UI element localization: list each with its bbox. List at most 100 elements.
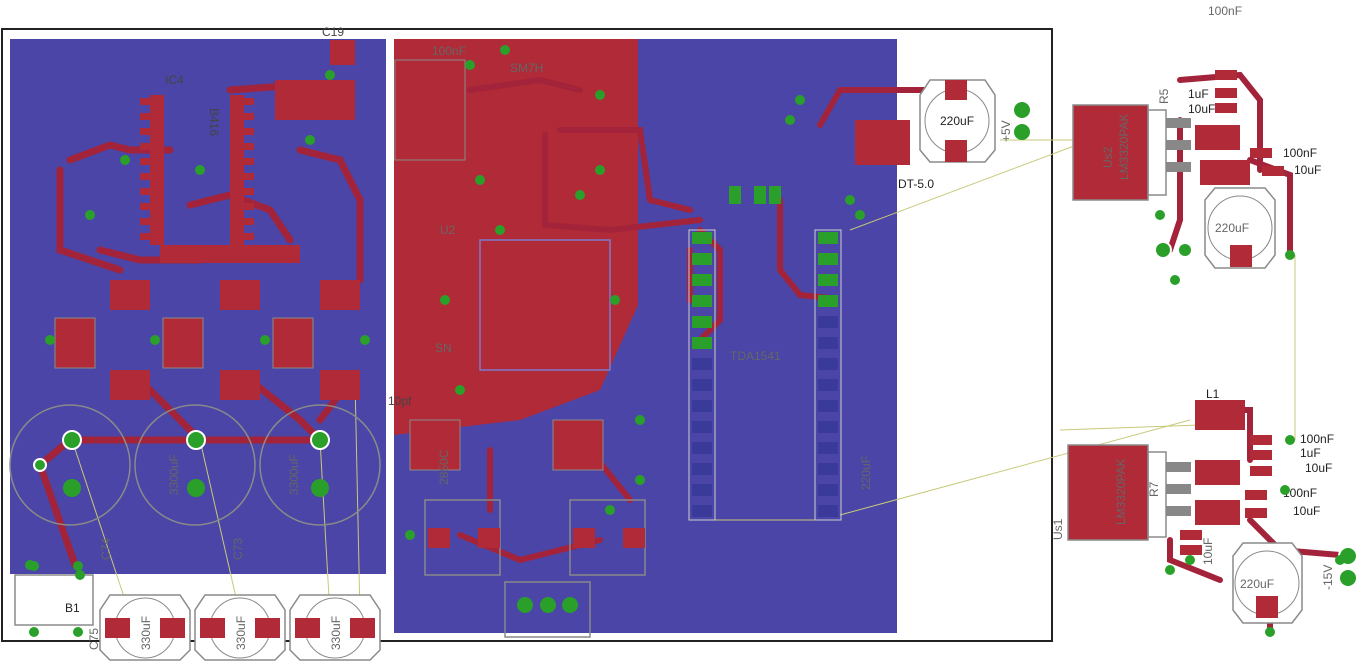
regulator-us2	[1072, 104, 1295, 269]
ic-pin	[238, 233, 254, 240]
big-caps-left	[9, 404, 381, 526]
label-plus5v: +5V	[999, 120, 1013, 142]
via	[85, 210, 95, 220]
via	[1165, 565, 1175, 575]
label-10pf: 10pf	[388, 394, 412, 408]
label-3300-a: 3300uF	[167, 454, 181, 495]
smd-cap	[1215, 103, 1237, 113]
label-1uf-b: 1uF	[1300, 446, 1321, 460]
via	[495, 225, 505, 235]
via	[405, 530, 415, 540]
via	[610, 295, 620, 305]
via	[475, 175, 485, 185]
smd-cap	[1250, 435, 1272, 445]
bottom-caps	[99, 594, 381, 661]
tda-pin	[818, 421, 838, 433]
label-c19: C19	[322, 25, 344, 39]
jumper-pad	[769, 186, 781, 204]
smd-cap	[1262, 166, 1284, 176]
jumper-pad	[754, 186, 766, 204]
label-b416: B416	[207, 108, 221, 136]
label-100nf-top: 100nF	[432, 44, 466, 58]
ic-pin	[238, 203, 254, 210]
label-10uf-b: 10uF	[1294, 163, 1321, 177]
labels: C19 IC4 B416 100nF SM7H U2 SN TDA1541 22…	[65, 4, 1335, 650]
ic-pin	[140, 98, 156, 105]
label-100nf-b: 100nF	[1300, 432, 1334, 446]
label-smph: SM7H	[510, 61, 543, 75]
ic-pin	[418, 79, 432, 84]
label-c75: C75	[87, 628, 101, 650]
label-220uf-b: 220uF	[1240, 577, 1274, 591]
tda-pin	[818, 463, 838, 475]
ic-pin	[418, 115, 432, 120]
ic-pin	[418, 133, 432, 138]
via	[1280, 485, 1290, 495]
via	[635, 415, 645, 425]
tda-pin	[818, 505, 838, 517]
label-330-b: 330uF	[234, 616, 248, 650]
ic-pin	[418, 70, 432, 75]
label-10uf-e: 10uF	[1201, 538, 1215, 565]
via	[195, 165, 205, 175]
tda-pin	[692, 400, 712, 412]
cap-220uf-top	[919, 79, 1030, 163]
via	[75, 570, 85, 580]
tda-pin	[818, 337, 838, 349]
via	[795, 95, 805, 105]
label-220-lower: 220uF	[859, 456, 873, 490]
label-c73: C73	[231, 538, 245, 560]
tda-pin	[692, 337, 712, 349]
via	[1185, 555, 1195, 565]
right-components	[394, 59, 910, 638]
ic-pin	[418, 142, 432, 147]
jumper-pad	[729, 186, 741, 204]
smd-cap	[1245, 490, 1267, 500]
label-lm-a: LM3320PAK	[1117, 114, 1131, 181]
tda-pin	[692, 253, 712, 265]
label-10uf-a: 10uF	[1188, 102, 1215, 116]
via	[1155, 210, 1165, 220]
label-100nf-c: 100nF	[1283, 486, 1317, 500]
tda-pin	[818, 253, 838, 265]
via	[45, 335, 55, 345]
tda-pin	[692, 463, 712, 475]
ic-pin	[140, 218, 156, 225]
ic-pin	[238, 98, 254, 105]
smd-cap	[1180, 530, 1202, 540]
ic-pin	[418, 88, 432, 93]
ic-pin	[418, 106, 432, 111]
via	[325, 70, 335, 80]
tda-pin	[692, 379, 712, 391]
label-b1: B1	[65, 601, 80, 615]
ic-pin	[238, 218, 254, 225]
via	[440, 295, 450, 305]
ic-pin	[140, 113, 156, 120]
label-top-100nf: 100nF	[1208, 4, 1242, 18]
bridge-b1	[14, 561, 94, 637]
label-1uf-a: 1uF	[1188, 87, 1209, 101]
label-sn: SN	[435, 341, 452, 355]
label-r5: R5	[1157, 88, 1171, 104]
via	[605, 505, 615, 515]
via	[120, 155, 130, 165]
label-10uf-c: 10uF	[1305, 461, 1332, 475]
ic-pin	[418, 124, 432, 129]
ic-pin	[418, 151, 432, 156]
tda1541-pins	[688, 229, 842, 521]
ic-pin	[238, 173, 254, 180]
ic-pin	[238, 128, 254, 135]
label-lm-b: LM3320PAK	[1114, 459, 1128, 526]
smd-cap	[1250, 466, 1272, 476]
ic-pin	[140, 143, 156, 150]
top-copper-pour	[394, 39, 638, 435]
label-100nf-a: 100nF	[1283, 146, 1317, 160]
ic-pin	[238, 143, 254, 150]
via	[575, 190, 585, 200]
tda-pin	[692, 484, 712, 496]
via	[855, 210, 865, 220]
smd-cap	[1180, 545, 1202, 555]
tda-pin	[692, 358, 712, 370]
label-ic4: IC4	[165, 73, 184, 87]
